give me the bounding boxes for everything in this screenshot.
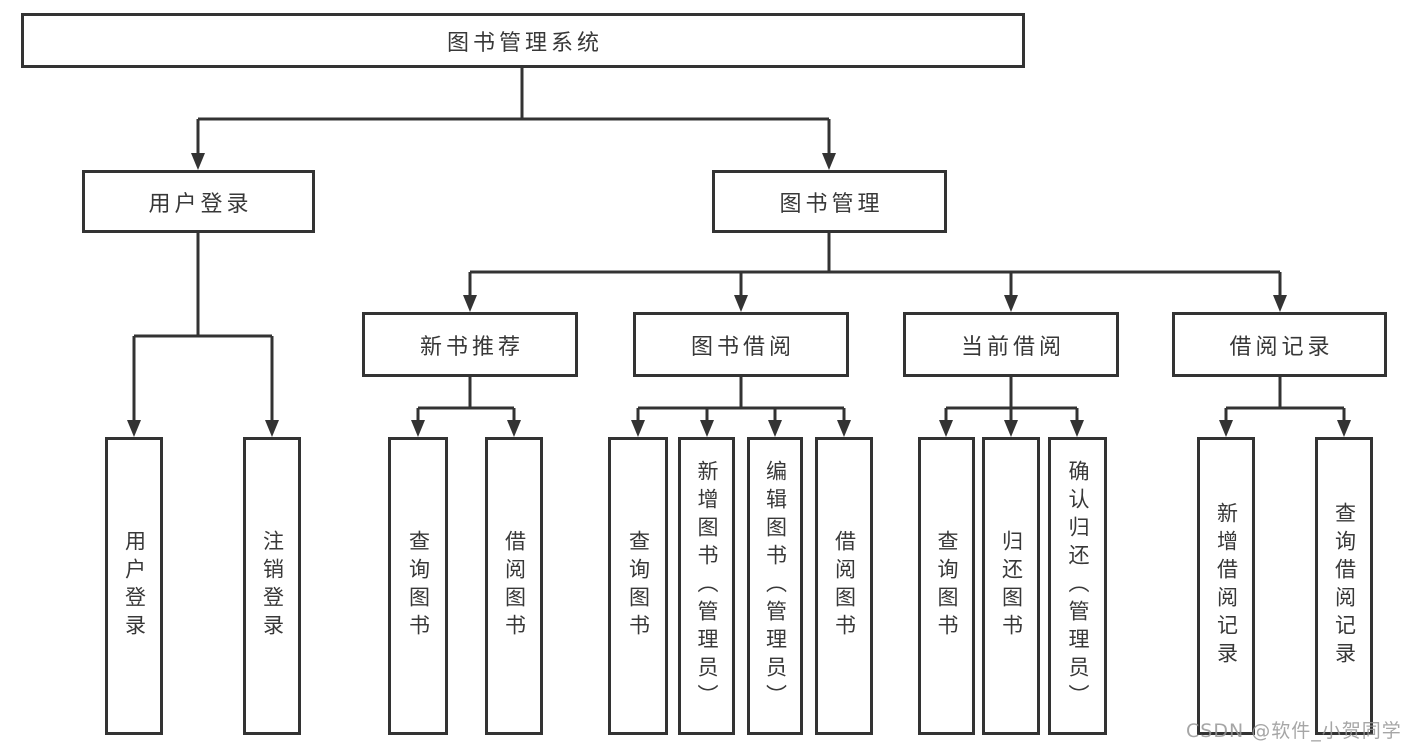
leaf-add-book-admin: 新增图书（管理员） [678,437,735,735]
node-new-book-recommend: 新书推荐 [362,312,578,377]
node-borrow-records: 借阅记录 [1172,312,1387,377]
node-root: 图书管理系统 [21,13,1025,68]
leaf-query-book-recommend: 查询图书 [388,437,448,735]
leaf-edit-book-admin: 编辑图书（管理员） [747,437,803,735]
leaf-query-book-current: 查询图书 [918,437,975,735]
watermark: CSDN @软件_小贺同学 [1186,720,1402,742]
node-user-login: 用户登录 [82,170,315,233]
node-current-borrow: 当前借阅 [903,312,1119,377]
node-book-borrow: 图书借阅 [633,312,849,377]
leaf-confirm-return-admin: 确认归还（管理员） [1048,437,1107,735]
arrowheads [127,153,1351,437]
leaf-add-borrow-record: 新增借阅记录 [1197,437,1255,735]
leaf-user-login: 用户登录 [105,437,163,735]
leaf-query-borrow-record: 查询借阅记录 [1315,437,1373,735]
leaf-return-book: 归还图书 [982,437,1040,735]
leaf-borrow-book-recommend: 借阅图书 [485,437,543,735]
leaf-query-book-borrow: 查询图书 [608,437,668,735]
leaf-logout: 注销登录 [243,437,301,735]
leaf-borrow-book: 借阅图书 [815,437,873,735]
node-book-management: 图书管理 [712,170,947,233]
